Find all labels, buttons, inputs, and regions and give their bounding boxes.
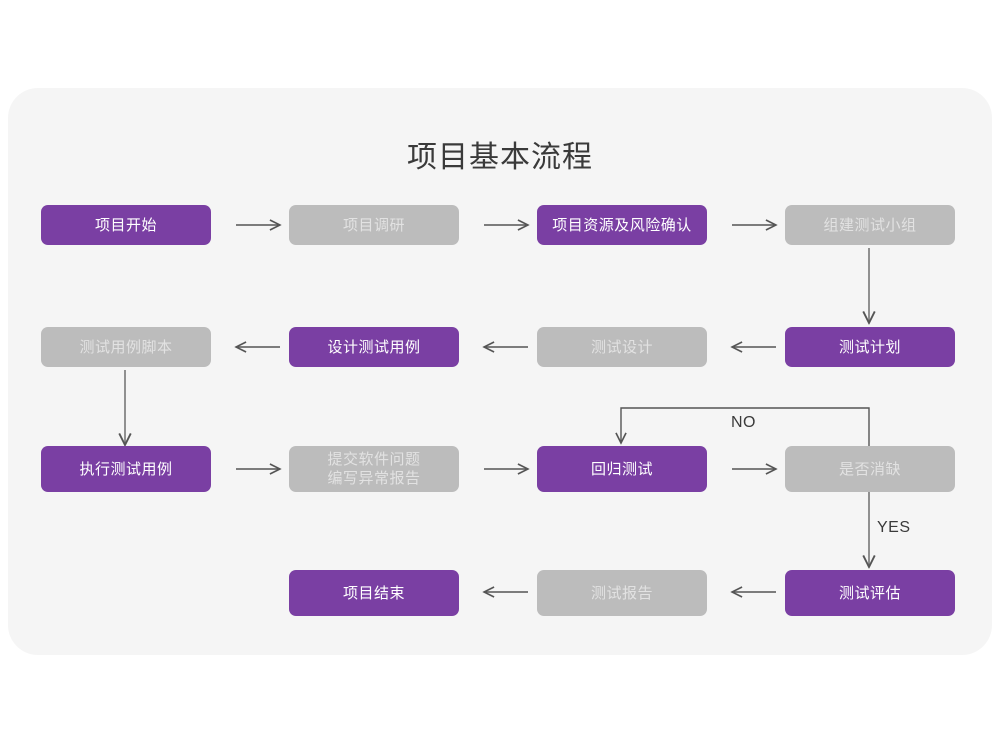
node-test-plan[interactable]: 测试计划 — [785, 327, 955, 367]
node-label: 测试用例脚本 — [79, 338, 173, 356]
node-label: 测试设计 — [590, 338, 653, 356]
node-design-test-case[interactable]: 设计测试用例 — [289, 327, 459, 367]
flowchart-card: 项目基本流程 项目开始 项目调 — [8, 88, 992, 655]
node-label: 项目结束 — [342, 584, 405, 602]
node-test-case-script[interactable]: 测试用例脚本 — [41, 327, 211, 367]
node-label: 组建测试小组 — [823, 216, 917, 234]
page-title: 项目基本流程 — [407, 141, 593, 174]
node-project-end[interactable]: 项目结束 — [289, 570, 459, 616]
node-label: 执行测试用例 — [79, 460, 173, 478]
node-defect-cleared-decision[interactable]: 是否消缺 — [785, 446, 955, 492]
node-execute-test-case[interactable]: 执行测试用例 — [41, 446, 211, 492]
node-label: 设计测试用例 — [327, 338, 421, 356]
edge-label-yes: YES — [877, 519, 911, 536]
node-label: 回归测试 — [590, 460, 653, 478]
edge-label-no: NO — [731, 414, 756, 431]
node-project-research[interactable]: 项目调研 — [289, 205, 459, 245]
node-label: 测试报告 — [590, 584, 653, 602]
node-label: 是否消缺 — [838, 460, 901, 478]
node-submit-defect-report[interactable]: 提交软件问题 编写异常报告 — [289, 446, 459, 492]
node-label: 项目开始 — [94, 216, 157, 234]
node-test-evaluation[interactable]: 测试评估 — [785, 570, 955, 616]
node-label-line-1: 提交软件问题 — [327, 451, 421, 468]
node-regression-test[interactable]: 回归测试 — [537, 446, 707, 492]
node-label: 项目调研 — [342, 216, 405, 234]
node-label: 测试评估 — [838, 584, 901, 602]
node-resource-risk-confirm[interactable]: 项目资源及风险确认 — [537, 205, 707, 245]
node-label-line-2: 编写异常报告 — [327, 470, 421, 487]
node-build-test-team[interactable]: 组建测试小组 — [785, 205, 955, 245]
node-label: 项目资源及风险确认 — [552, 216, 692, 234]
node-label: 测试计划 — [838, 338, 901, 356]
node-test-design[interactable]: 测试设计 — [537, 327, 707, 367]
node-test-report[interactable]: 测试报告 — [537, 570, 707, 616]
node-project-start[interactable]: 项目开始 — [41, 205, 211, 245]
